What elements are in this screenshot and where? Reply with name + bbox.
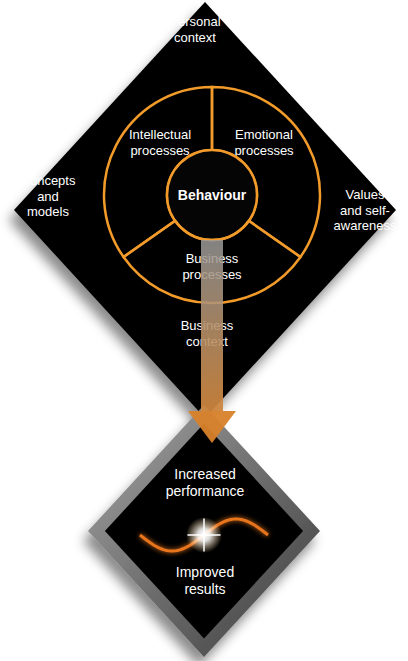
arrow-head xyxy=(188,411,236,443)
process-label: Business processes xyxy=(170,251,254,282)
sector-shape xyxy=(124,221,301,303)
sparkle-glow xyxy=(186,517,222,553)
context-diamond: Personal contextConcepts and models Value… xyxy=(12,0,398,420)
result-diamond: Increased performanceImproved results xyxy=(88,405,320,657)
context-label: Values and self-awareness xyxy=(333,187,397,234)
frame-inner xyxy=(105,423,303,638)
process-label: Intellectual processes xyxy=(118,127,202,158)
process-sector: Business processes xyxy=(104,87,320,303)
context-label: Concepts and models xyxy=(18,173,78,220)
frame-border xyxy=(88,405,320,657)
process-label: Emotional processes xyxy=(222,127,306,158)
behaviour-label: Behaviour xyxy=(170,187,254,204)
connector-group xyxy=(188,240,236,443)
flow-arrow xyxy=(201,240,223,411)
diamond-shape xyxy=(14,2,396,418)
result-label: Increased performance xyxy=(157,466,253,500)
result-label: Improved results xyxy=(165,564,245,598)
wave-line xyxy=(140,519,268,551)
context-label: Business context xyxy=(172,318,242,349)
context-label: Personal context xyxy=(160,14,230,45)
result-diamond-outline xyxy=(88,405,320,657)
sparkle-rays xyxy=(188,519,220,551)
